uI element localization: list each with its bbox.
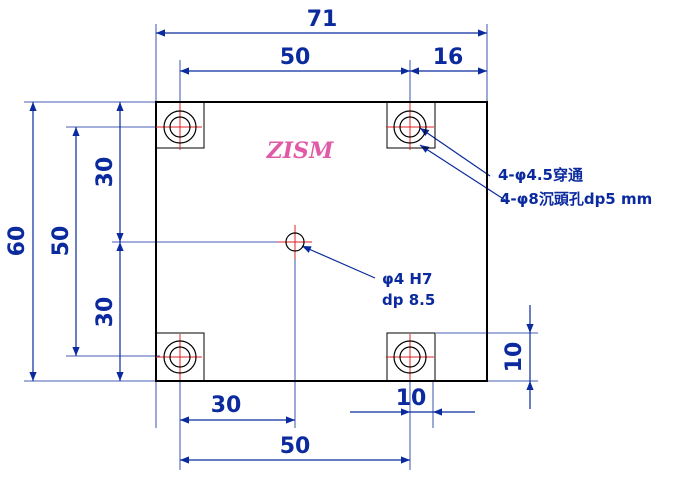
leader-lines: [301, 127, 506, 279]
extension-lines: [24, 24, 538, 470]
dimension-lines: [29, 29, 534, 464]
zism-logo: ZISM: [266, 138, 334, 164]
hole-top-right-outer: [393, 110, 427, 144]
dim-right-margin: 10: [396, 386, 427, 411]
dim-center-offset-x: 30: [211, 393, 242, 418]
center-hole: [285, 232, 305, 252]
part-outline: [155, 101, 488, 382]
hole-bottom-right-inner: [399, 346, 421, 368]
dim-hole-spacing-x-bottom: 50: [280, 434, 311, 459]
hole-bottom-left-inner: [169, 346, 191, 368]
callout-center-hole-size: φ4 H7: [382, 270, 432, 288]
hole-bottom-right-outer: [393, 340, 427, 374]
callout-counterbore: 4-φ8沉頭孔dp5 mm: [500, 190, 652, 208]
dim-hole-spacing-x: 50: [280, 45, 311, 70]
dim-hole-spacing-y: 50: [49, 226, 74, 257]
callout-center-hole-depth: dp 8.5: [382, 291, 435, 309]
mounting-holes: [163, 110, 427, 374]
hole-top-left-outer: [163, 110, 197, 144]
hole-top-right-inner: [399, 116, 421, 138]
callout-through-hole: 4-φ4.5穿通: [498, 166, 583, 184]
dim-right-offset: 16: [433, 45, 464, 70]
hole-top-left-inner: [169, 116, 191, 138]
dim-overall-width: 71: [307, 7, 338, 32]
dim-lower-half: 30: [93, 297, 118, 328]
hole-bottom-left-outer: [163, 340, 197, 374]
dim-overall-height: 60: [5, 226, 30, 257]
dim-upper-half: 30: [93, 157, 118, 188]
dim-bottom-offset: 10: [502, 342, 527, 373]
